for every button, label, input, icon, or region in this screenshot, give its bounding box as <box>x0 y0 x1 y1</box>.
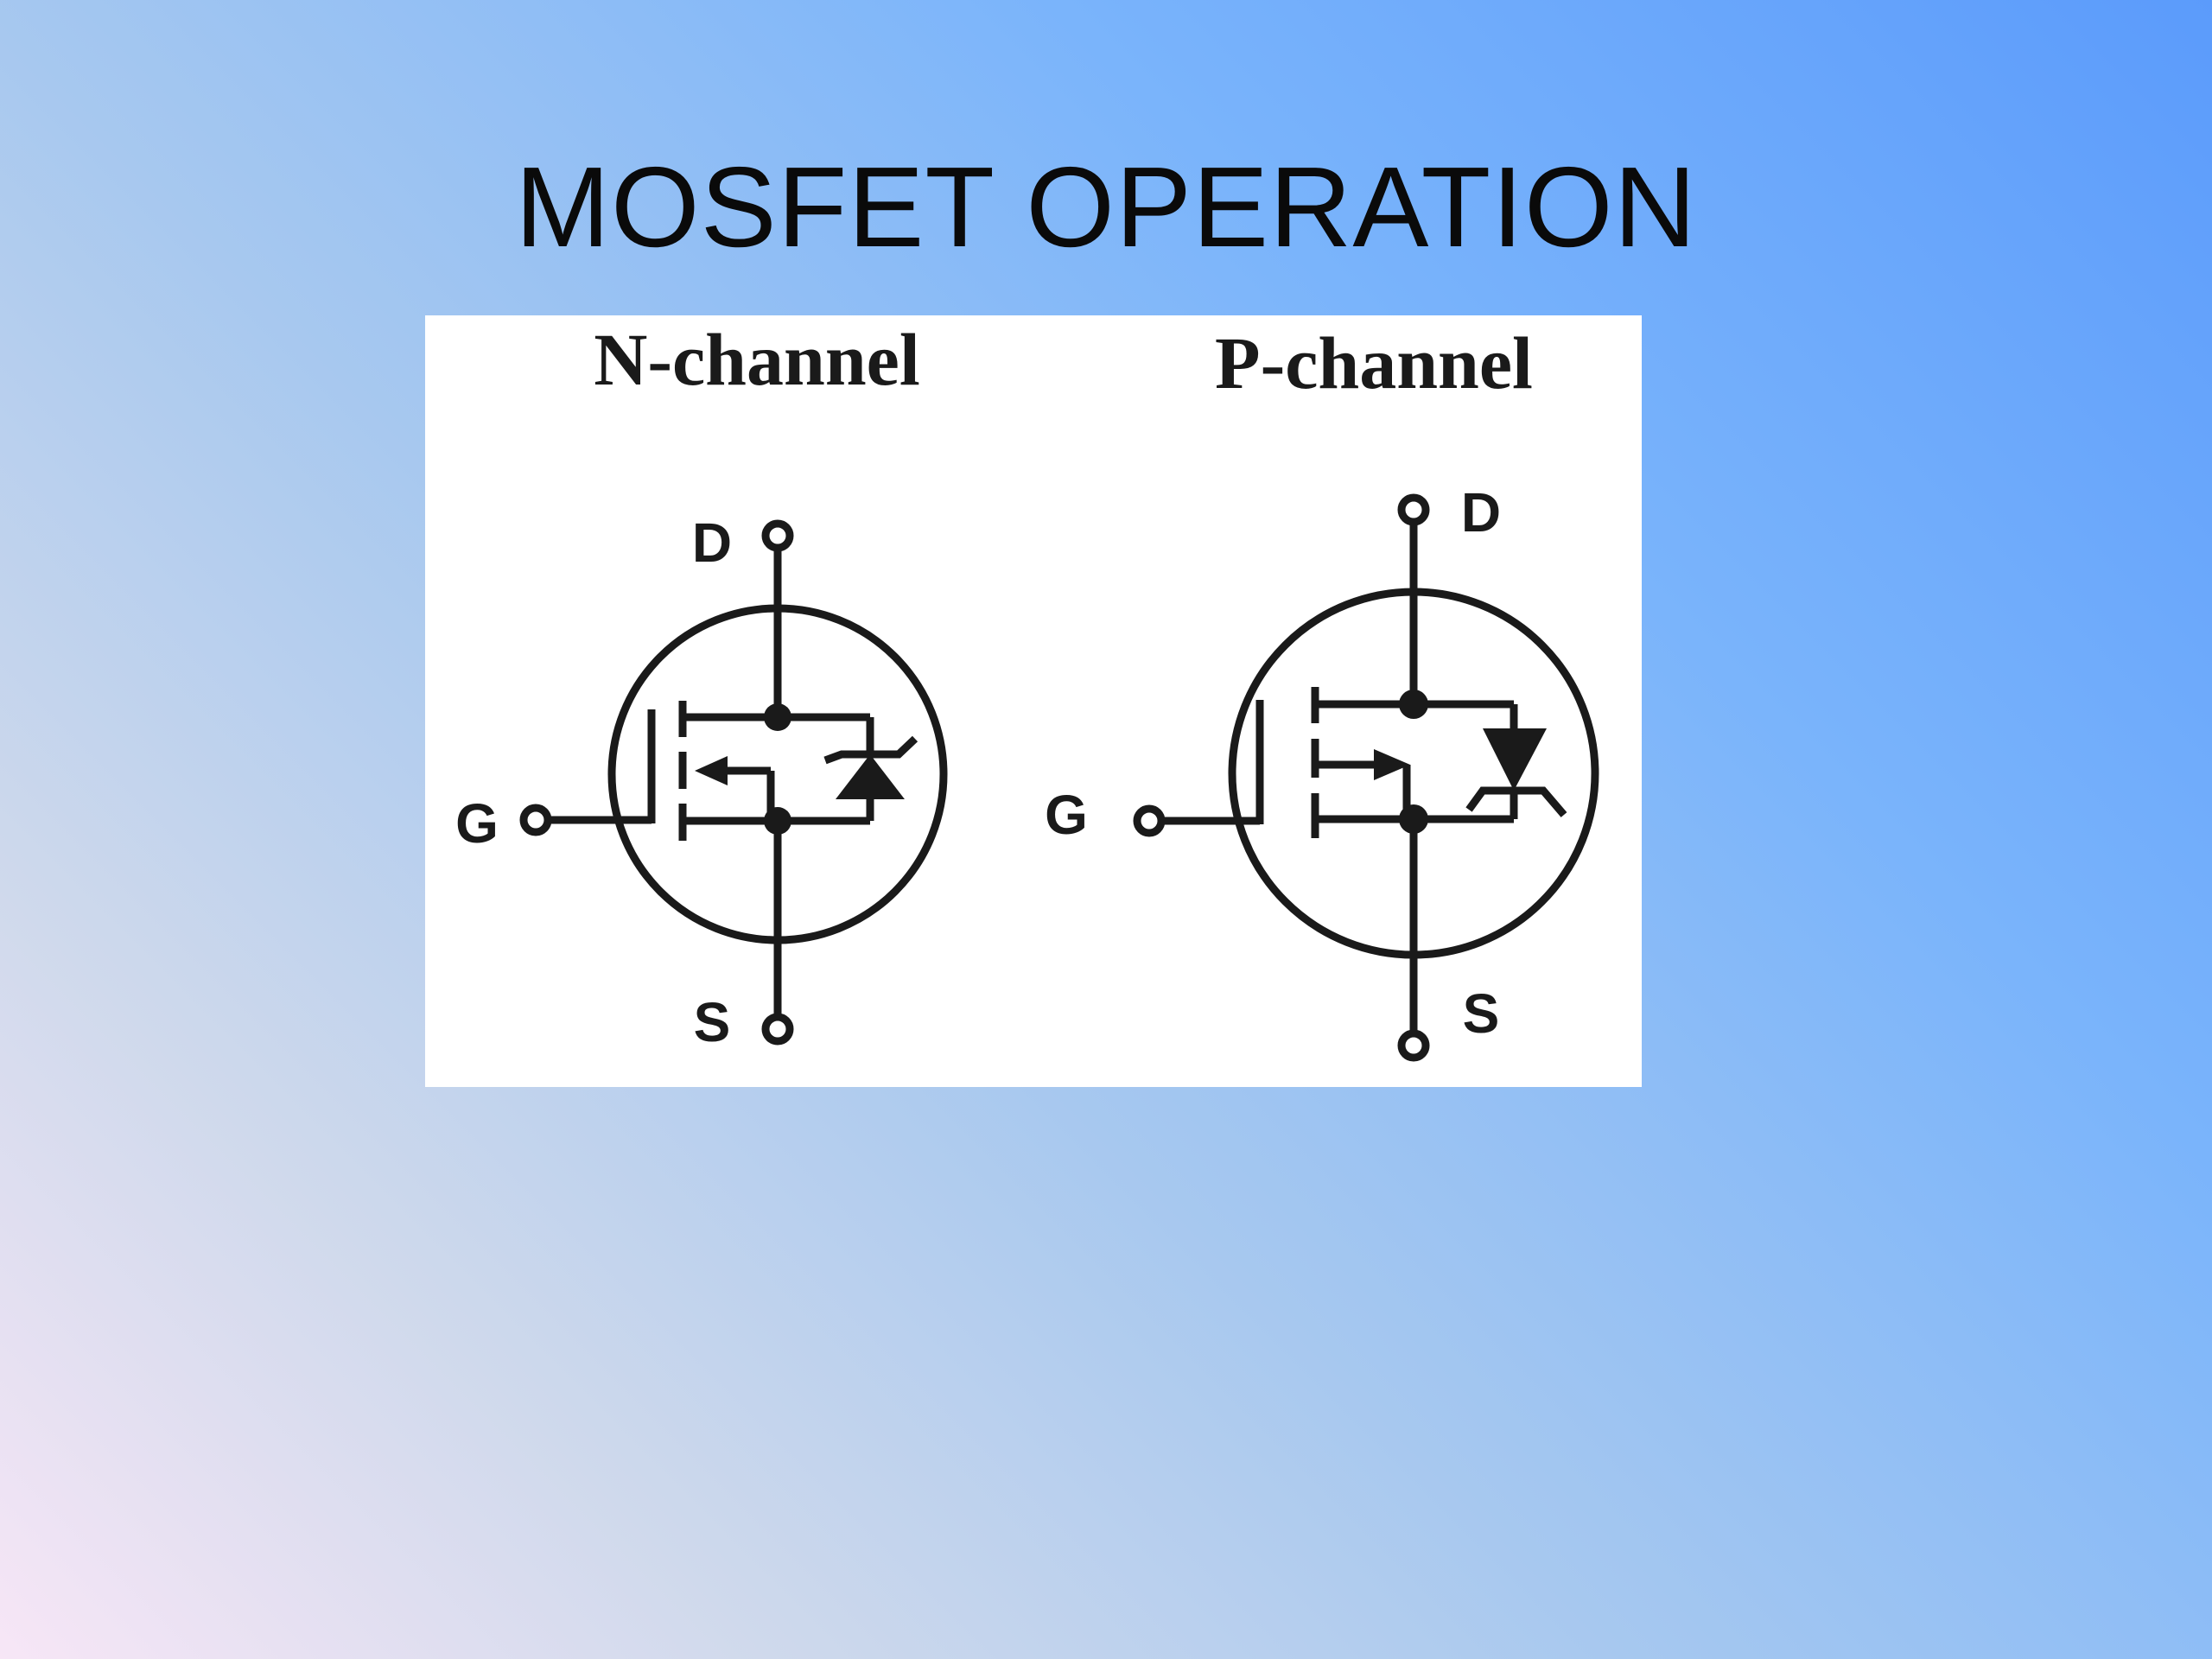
p-diode-triangle-icon <box>1483 728 1547 791</box>
n-source-junction-dot <box>764 807 791 835</box>
p-drain-junction-dot <box>1399 690 1428 719</box>
n-drain-label: D <box>692 512 732 574</box>
n-source-label: S <box>694 991 731 1053</box>
n-gate-terminal <box>519 804 552 836</box>
n-gate-label: G <box>455 792 499 855</box>
p-gate-terminal <box>1133 804 1166 837</box>
p-channel-title: P-channel <box>1215 321 1533 404</box>
mosfet-symbols-diagram: N-channel D G S <box>425 315 1642 1087</box>
slide-title: MOSFET OPERATION <box>515 143 1697 270</box>
n-channel-symbol: N-channel D G S <box>455 318 948 1053</box>
n-body-arrowhead-icon <box>695 756 728 785</box>
n-drain-terminal <box>761 519 794 552</box>
n-channel-title: N-channel <box>594 318 919 401</box>
p-drain-terminal <box>1397 493 1430 526</box>
p-gate-label: G <box>1045 784 1088 846</box>
p-body-arrowhead-icon <box>1374 749 1410 780</box>
p-source-label: S <box>1463 982 1500 1045</box>
p-channel-symbol: P-channel D G S <box>1045 321 1599 1062</box>
p-source-junction-dot <box>1399 804 1428 834</box>
mosfet-symbols-svg: N-channel D G S <box>455 318 1599 1062</box>
n-source-terminal <box>761 1013 794 1046</box>
n-diode-triangle-icon <box>836 754 905 799</box>
p-source-terminal <box>1397 1029 1430 1062</box>
p-zener-bar <box>1465 786 1567 817</box>
n-drain-junction-dot <box>764 703 791 731</box>
p-drain-label: D <box>1461 481 1501 543</box>
